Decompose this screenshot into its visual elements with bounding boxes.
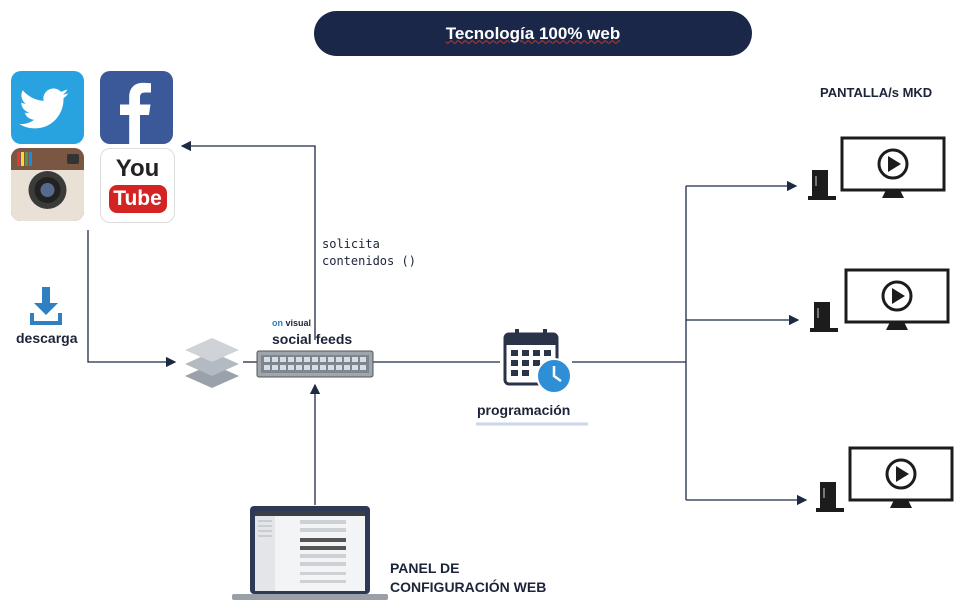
panel-label-line1: PANEL DE	[390, 560, 460, 576]
monitor-icon	[848, 446, 954, 512]
twitter-icon	[11, 71, 84, 144]
youtube-icon: You Tube	[100, 148, 175, 223]
layers-icon	[183, 334, 241, 390]
monitor-icon	[840, 136, 946, 202]
youtube-you-text: You	[115, 155, 160, 182]
solicita-label: solicita contenidos ()	[322, 236, 416, 270]
panel-label: PANEL DE CONFIGURACIÓN WEB	[390, 559, 546, 597]
player-device-icon	[808, 168, 836, 202]
player-device-icon	[816, 480, 844, 514]
monitor-icon	[844, 268, 950, 334]
facebook-icon	[100, 71, 173, 144]
screens-heading: PANTALLA/s MKD	[820, 85, 933, 100]
solicita-line1: solicita	[322, 237, 380, 251]
server-brand: on visual	[272, 318, 311, 328]
laptop-icon	[232, 504, 388, 602]
panel-label-line2: CONFIGURACIÓN WEB	[390, 579, 547, 595]
title-banner: Tecnología 100% web	[314, 11, 752, 56]
youtube-tube-text: Tube	[108, 185, 167, 213]
solicita-line2: contenidos ()	[322, 254, 416, 268]
brand-visual: visual	[285, 318, 312, 328]
calendar-clock-icon	[503, 328, 573, 396]
brand-on: on	[272, 318, 283, 328]
page-title: Tecnología 100% web	[445, 23, 621, 43]
download-icon	[30, 287, 62, 327]
instagram-icon	[11, 148, 84, 221]
descarga-label: descarga	[16, 330, 78, 346]
server-device-icon	[256, 350, 374, 378]
player-device-icon	[810, 300, 838, 334]
programacion-label: programación	[477, 402, 571, 418]
server-label: social feeds	[272, 331, 353, 347]
